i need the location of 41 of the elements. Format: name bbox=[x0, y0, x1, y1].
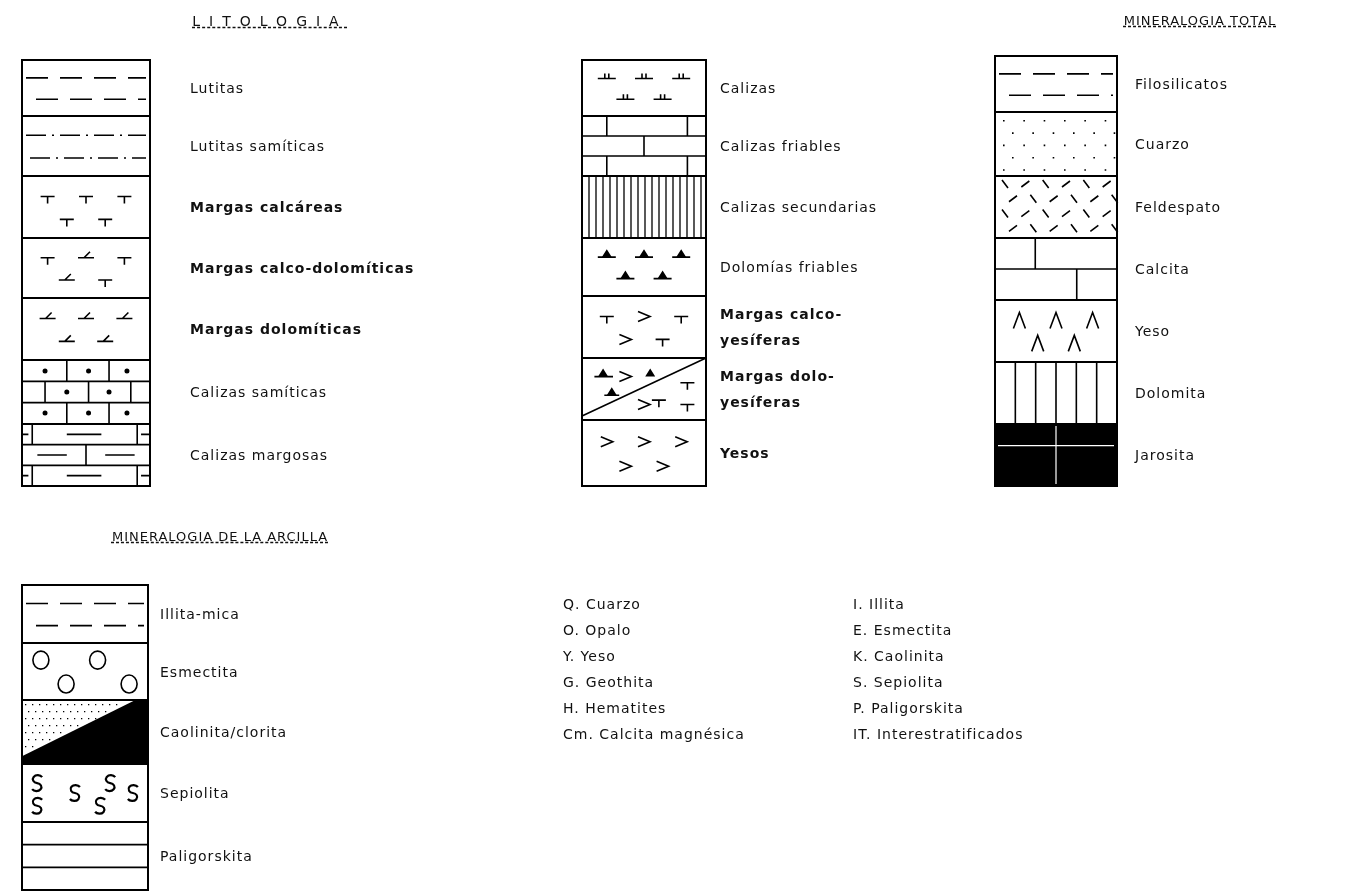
abbreviation-entry: IT. Interestratificados bbox=[853, 725, 1024, 744]
abbreviation-entry: G. Geothita bbox=[563, 673, 655, 692]
abbreviation-entry: S. Sepiolita bbox=[853, 673, 944, 692]
legend-label: Lutitas bbox=[190, 79, 246, 98]
legend-label: Margas calco- yesíferas bbox=[720, 305, 844, 350]
legend-label: Margas calcáreas bbox=[190, 198, 345, 217]
legend-label: Calizas samíticas bbox=[190, 383, 329, 402]
legend-label: Caolinita/clorita bbox=[160, 723, 289, 742]
legend-label: Yeso bbox=[1135, 322, 1172, 341]
abbreviation-entry: K. Caolinita bbox=[853, 647, 945, 666]
legend-label: Margas calco-dolomíticas bbox=[190, 259, 416, 278]
legend-label: Feldespato bbox=[1135, 198, 1223, 217]
section-heading: MINERALOGIA TOTAL bbox=[1123, 12, 1277, 30]
legend-label: Dolomías friables bbox=[720, 258, 860, 277]
legend-label: Yesos bbox=[720, 444, 771, 463]
abbreviation-entry: Q. Cuarzo bbox=[563, 595, 641, 614]
abbreviation-entry: Y. Yeso bbox=[563, 647, 616, 666]
legend-label: Calizas friables bbox=[720, 137, 843, 156]
legend-label: Margas dolomíticas bbox=[190, 320, 363, 339]
section-heading: LITOLOGIA bbox=[192, 12, 348, 31]
legend-label: Calcita bbox=[1135, 260, 1191, 279]
legend-label: Dolomita bbox=[1135, 384, 1208, 403]
abbreviation-entry: I. Illita bbox=[853, 595, 905, 614]
abbreviation-entry: E. Esmectita bbox=[853, 621, 953, 640]
legend-label: Filosilicatos bbox=[1135, 75, 1229, 94]
legend-label: Paligorskita bbox=[160, 847, 254, 866]
legend-label: Cuarzo bbox=[1135, 135, 1191, 154]
section-heading: MINERALOGIA DE LA ARCILLA bbox=[111, 528, 329, 546]
abbreviation-entry: P. Paligorskita bbox=[853, 699, 964, 718]
legend-label: Esmectita bbox=[160, 662, 240, 682]
legend-label: Jarosita bbox=[1135, 446, 1196, 465]
legend-label: Calizas secundarias bbox=[720, 198, 879, 217]
legend-label: Illita-mica bbox=[160, 605, 241, 624]
legend-label: Calizas bbox=[720, 79, 778, 98]
abbreviation-entry: O. Opalo bbox=[563, 621, 632, 640]
legend-label: Calizas margosas bbox=[190, 446, 330, 465]
abbreviation-entry: H. Hematites bbox=[563, 699, 667, 718]
legend-label: Sepiolita bbox=[160, 784, 231, 803]
legend-label: Margas dolo- yesíferas bbox=[720, 367, 836, 412]
legend-label: Lutitas samíticas bbox=[190, 137, 326, 156]
abbreviation-entry: Cm. Calcita magnésica bbox=[563, 725, 745, 744]
